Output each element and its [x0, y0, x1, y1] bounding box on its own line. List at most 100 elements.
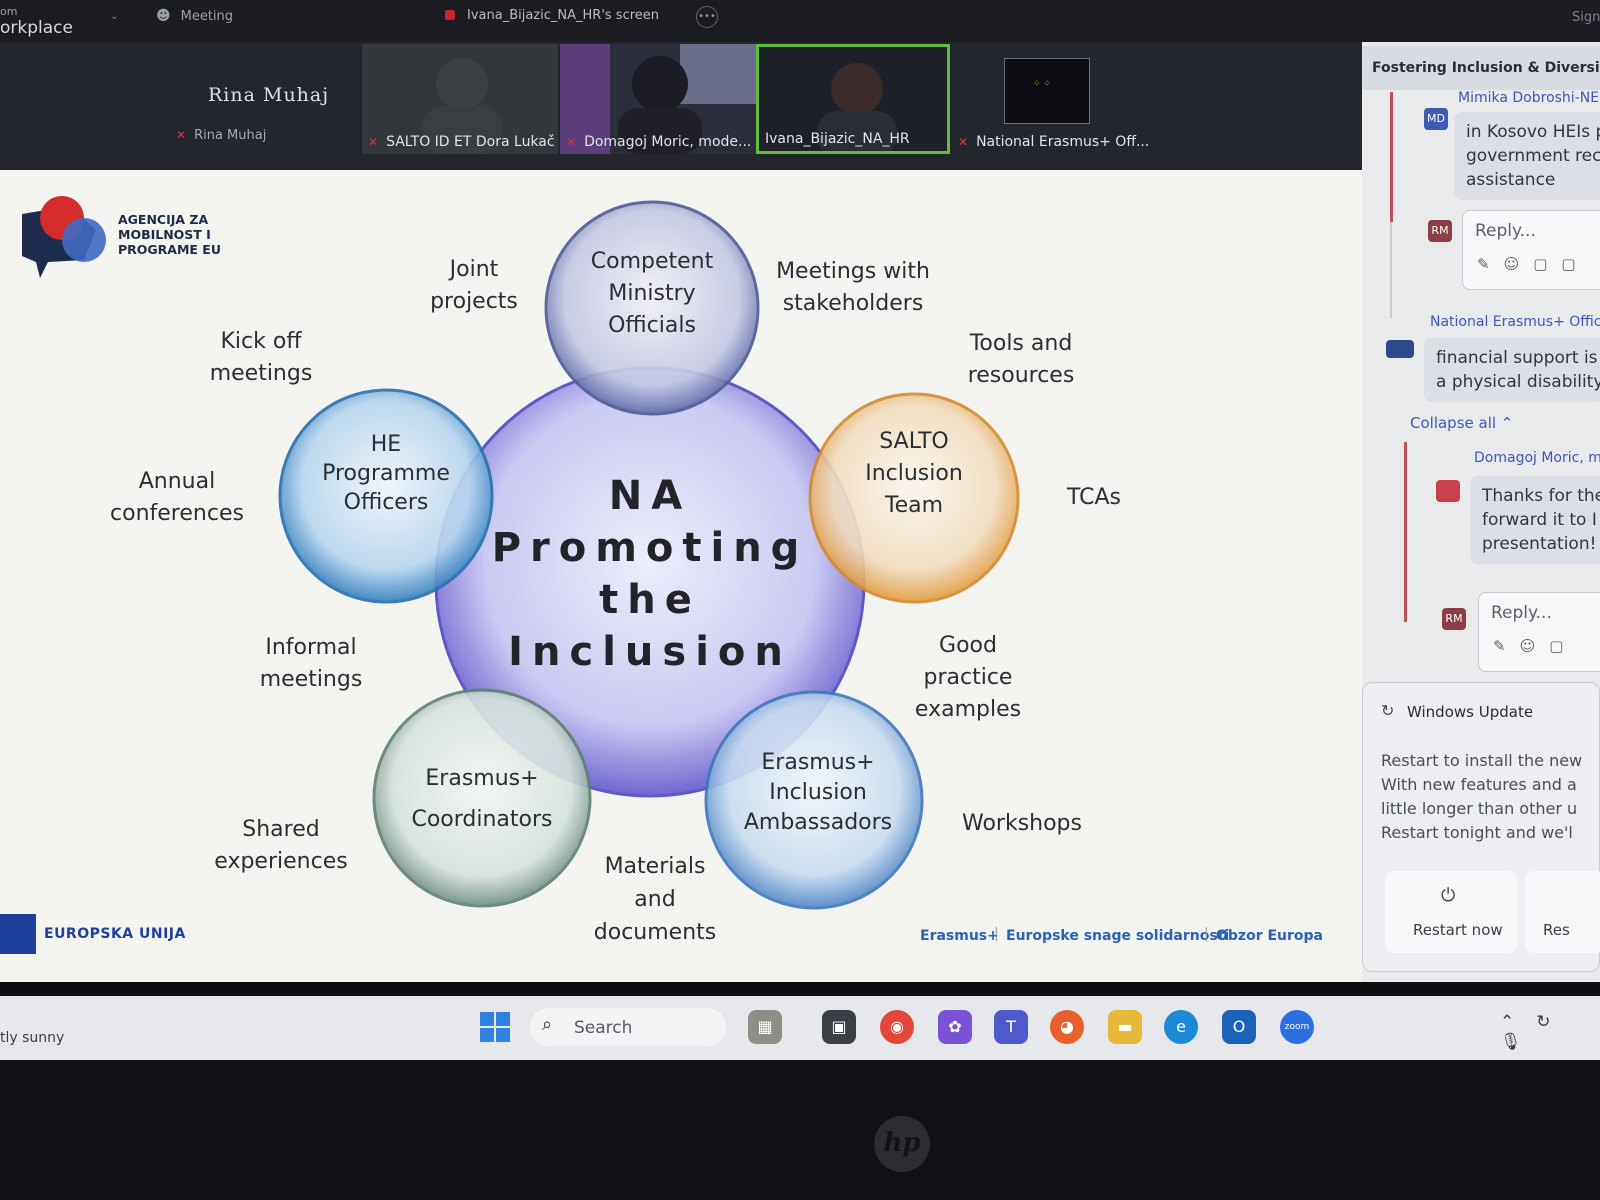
label-joint-projects: Joint projects [430, 257, 518, 314]
avatar: MD [1424, 108, 1448, 130]
label-materials-documents: Materials and documents [593, 854, 717, 945]
message-bubble: financial support is a physical disabili… [1424, 338, 1600, 402]
circle-ambassadors [704, 690, 924, 910]
avatar: RM [1428, 220, 1452, 242]
agency-name: AGENCIJA ZA MOBILNOST I PROGRAME EU [118, 212, 221, 257]
label-informal-meetings: Informal meetings [259, 635, 363, 692]
chevron-down-icon[interactable]: ⌄ [110, 11, 119, 22]
programme-esc: Europske snage solidarnosti [1006, 928, 1230, 944]
eu-label: EUROPSKA UNIJA [44, 926, 186, 942]
scene-widget-icon[interactable]: ▦ [748, 1010, 782, 1044]
power-icon: ⏻ [1441, 885, 1456, 906]
label-workshops: Workshops [961, 811, 1082, 836]
more-options-icon[interactable]: ••• [696, 6, 718, 28]
laptop-bezel: hp [0, 1060, 1600, 1200]
chrome-icon[interactable]: ◉ [880, 1010, 914, 1044]
toast-title: Windows Update [1407, 703, 1534, 721]
message-author: Mimika Dobroshi-NE [1458, 90, 1600, 106]
avatar [1386, 340, 1414, 358]
salto-label: SALTO Inclusion Team [865, 429, 963, 518]
mic-muted-icon: ✕ [958, 135, 969, 149]
zoom-icon[interactable]: zoom [1280, 1010, 1314, 1044]
people-icon: ☻ [156, 8, 171, 24]
windows-update-toast: ↻ Windows Update Restart to install the … [1362, 682, 1600, 972]
top-bar: om orkplace ⌄ ☻Meeting Ivana_Bijazic_NA_… [0, 0, 1600, 42]
taskbar-search[interactable]: ⌕ Search [530, 1008, 726, 1046]
message-author: National Erasmus+ Offic [1430, 314, 1600, 330]
label-good-practice: Good practice examples [914, 633, 1022, 722]
reply-input[interactable]: Reply... [1475, 221, 1536, 241]
search-icon: ⌕ [542, 1014, 553, 1035]
video-tile-active[interactable]: Ivana_Bijazic_NA_HR [756, 44, 950, 154]
he-officers-label: HE Programme Officers [322, 432, 450, 515]
mic-muted-icon: ✕ [176, 128, 187, 142]
circle-coordinators [372, 688, 592, 908]
label-shared-experiences: Shared experiences [214, 817, 348, 874]
video-tile[interactable]: ✕Domagoj Moric, mode... [560, 44, 756, 154]
share-indicator-icon [445, 10, 455, 20]
separator: | [1204, 926, 1209, 942]
chat-header: Fostering Inclusion & Diversity i [1362, 46, 1600, 90]
label-kickoff-meetings: Kick off meetings [209, 329, 313, 386]
separator: | [994, 926, 999, 942]
sign-in-link[interactable]: Sign [1572, 10, 1600, 25]
label-tcas: TCAs [1066, 485, 1122, 510]
center-title: NA Promoting the Inclusion [491, 473, 809, 675]
meeting-tab[interactable]: ☻Meeting [156, 8, 234, 24]
participant-video [817, 63, 897, 151]
presenter-label: ✕Rina Muhaj [176, 128, 267, 143]
reply-input[interactable]: Reply... [1491, 603, 1552, 623]
label-tools-resources: Tools and resources [967, 331, 1075, 388]
reply-box[interactable]: Reply... ✎☺▢▢ [1462, 210, 1600, 290]
participant-video [422, 58, 502, 154]
video-tile[interactable]: ✕SALTO ID ET Dora Lukač [362, 44, 558, 154]
coordinators-label: Erasmus+ Coordinators [411, 766, 553, 832]
avatar: RM [1442, 608, 1466, 630]
chevron-up-icon: ⌃ [1500, 414, 1514, 432]
label-meetings-stakeholders: Meetings with stakeholders [776, 259, 930, 316]
video-tile[interactable]: ⁘ ⁘ ✕National Erasmus+ Off... [952, 44, 1152, 154]
inclusion-diagram [22, 196, 1020, 910]
mic-muted-icon: ✕ [368, 135, 379, 149]
chat-panel: Fostering Inclusion & Diversity i Mimika… [1362, 42, 1600, 982]
label-annual-conferences: Annual conferences [110, 469, 244, 526]
edge-icon[interactable]: e [1164, 1010, 1198, 1044]
hp-logo-icon: hp [874, 1116, 930, 1172]
presentation-slide: AGENCIJA ZA MOBILNOST I PROGRAME EU NA P… [0, 170, 1362, 982]
refresh-icon: ↻ [1381, 701, 1395, 720]
circle-ministry [544, 200, 760, 416]
file-explorer-icon[interactable]: ▬ [1108, 1010, 1142, 1044]
ambassadors-label: Erasmus+ Inclusion Ambassadors [743, 750, 893, 835]
restart-later-button[interactable]: Res [1525, 871, 1600, 953]
circle-he-officers [278, 388, 494, 604]
presenter-name: Rina Muhaj [208, 84, 330, 106]
teams-icon[interactable]: T [994, 1010, 1028, 1044]
firefox-icon[interactable]: ◕ [1050, 1010, 1084, 1044]
restart-now-button[interactable]: ⏻ Restart now [1385, 871, 1517, 953]
message-author: Domagoj Moric, m [1474, 450, 1600, 466]
task-view-icon[interactable]: ▣ [822, 1010, 856, 1044]
reply-box[interactable]: Reply... ✎☺▢ [1478, 592, 1600, 672]
circle-salto [808, 392, 1020, 604]
video-strip: Rina Muhaj ✕Rina Muhaj ✕SALTO ID ET Dora… [0, 42, 1362, 170]
ministry-label: Competent Ministry Officials [590, 249, 714, 338]
programme-erasmus: Erasmus+ [920, 928, 999, 944]
eu-flag-thumbnail: ⁘ ⁘ [1004, 58, 1090, 124]
windows-start-icon[interactable] [480, 1012, 510, 1042]
message-bubble: Thanks for the forward it to I presentat… [1470, 476, 1600, 564]
reply-tools[interactable]: ✎☺▢ [1493, 637, 1578, 655]
weather-widget[interactable]: tly sunny [0, 1030, 65, 1046]
reply-tools[interactable]: ✎☺▢▢ [1477, 255, 1590, 273]
programme-horizon: Obzor Europa [1216, 928, 1323, 944]
app-title: om orkplace [0, 5, 73, 38]
copilot-icon[interactable]: ✿ [938, 1010, 972, 1044]
agency-logo [22, 196, 106, 278]
shared-screen-tab[interactable]: Ivana_Bijazic_NA_HR's screen [445, 8, 659, 23]
toast-body: Restart to install the new With new feat… [1381, 751, 1583, 842]
system-tray[interactable]: ⌃↻🎙 [1500, 1012, 1573, 1052]
avatar [1436, 480, 1460, 502]
collapse-all-link[interactable]: Collapse all ⌃ [1410, 414, 1514, 432]
outlook-icon[interactable]: O [1222, 1010, 1256, 1044]
eu-flag-icon [0, 914, 36, 954]
mic-muted-icon: ✕ [566, 135, 577, 149]
